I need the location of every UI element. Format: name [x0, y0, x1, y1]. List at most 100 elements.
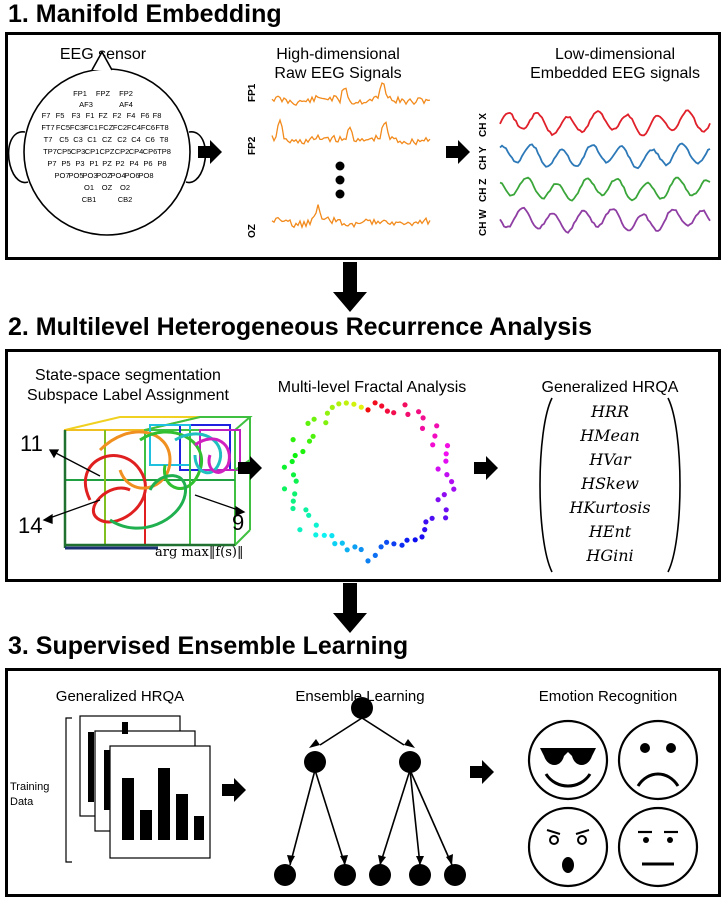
down-arrow-icon: [333, 583, 367, 633]
fractal-point: [343, 400, 349, 406]
electrode-label: P5: [61, 159, 70, 168]
tree-node: [351, 697, 373, 719]
fractal-point: [379, 403, 385, 409]
fractal-point: [310, 433, 316, 439]
fractal-point: [384, 408, 390, 414]
fractal-point: [290, 437, 296, 443]
subspace-label-14: 14: [18, 513, 43, 538]
nose-icon: [91, 50, 113, 71]
electrode-label: C4: [131, 135, 141, 144]
electrode-label: C1: [87, 135, 97, 144]
fractal-point: [365, 407, 371, 413]
arrow-icon: [470, 760, 494, 784]
hrqa-input-label: Generalized HRQA: [55, 688, 185, 705]
electrode-label: FC3: [70, 123, 84, 132]
hrqa-panel: [5, 349, 721, 582]
fractal-point: [292, 491, 298, 497]
embedded-signal-x: [499, 109, 711, 137]
electrode-label: TP7: [43, 147, 57, 156]
electrode-label: P2: [115, 159, 124, 168]
right-ear-icon: [185, 131, 207, 184]
electrode-label: FC1: [84, 123, 98, 132]
fractal-point: [311, 416, 317, 422]
surprised-face-icon: [527, 806, 609, 888]
electrode-label: PZ: [102, 159, 112, 168]
electrode-label: F5: [56, 111, 65, 120]
fractal-point: [358, 404, 364, 410]
tree-node: [334, 864, 356, 886]
feature-hskew: HSkew: [581, 474, 639, 493]
fractal-point: [292, 452, 298, 459]
electrode-label: P6: [143, 159, 152, 168]
fractal-point: [422, 527, 428, 533]
fractal-point: [281, 464, 287, 470]
fractal-point: [419, 534, 425, 540]
fractal-point: [419, 425, 426, 431]
electrode-label: FT8: [155, 123, 168, 132]
tree-node: [274, 864, 296, 886]
feature-hgini: HGini: [586, 546, 634, 565]
electrode-label: CP2: [115, 147, 130, 156]
left-ear-icon: [7, 131, 29, 184]
electrode-label: CP3: [71, 147, 86, 156]
fractal-point: [329, 404, 335, 410]
fractal-point: [449, 479, 455, 485]
fractal-point: [443, 451, 449, 457]
electrode-label: PO3: [82, 171, 97, 180]
electrode-label: F3: [72, 111, 81, 120]
fractal-point: [372, 400, 378, 406]
ellipsis-dot: [335, 189, 345, 199]
fractal-point: [358, 546, 364, 553]
electrode-label: CZ: [102, 135, 112, 144]
embedded-label-1: Low-dimensional: [554, 46, 676, 63]
training-data-label: Training Data: [10, 781, 50, 808]
fractal-point: [435, 466, 441, 472]
fractal-point: [412, 537, 418, 543]
fractal-point: [300, 448, 306, 455]
electrode-label: CP4: [129, 147, 144, 156]
section-title-manifold: 1. Manifold Embedding: [8, 0, 282, 28]
tree-node: [304, 751, 326, 773]
fractal-point: [313, 532, 319, 538]
fractal-point: [404, 537, 410, 543]
fractal-point: [429, 515, 435, 521]
fractal-point: [443, 507, 449, 513]
section-title-ensemble: 3. Supervised Ensemble Learning: [8, 632, 409, 660]
electrode-label: POZ: [96, 171, 112, 180]
electrode-label: FP1: [73, 89, 87, 98]
electrode-label: FC6: [141, 123, 155, 132]
raw-signals-label-1: High-dimensional: [276, 46, 400, 63]
fractal-point: [323, 420, 329, 426]
fractal-point: [313, 522, 319, 528]
raw-signal-fp1: [271, 82, 431, 107]
fractal-point: [351, 401, 357, 407]
histogram-bar: [122, 778, 134, 840]
fractal-point: [444, 443, 451, 449]
electrode-label: FT7: [41, 123, 54, 132]
electrode-label: AF3: [79, 100, 93, 109]
electrode-label: O2: [120, 183, 130, 192]
neutral-face-icon: [617, 806, 699, 888]
tree-node: [369, 864, 391, 886]
fractal-point: [306, 512, 312, 518]
down-arrow-icon: [333, 262, 367, 312]
electrode-label: O1: [84, 183, 94, 192]
histogram-bar: [140, 810, 152, 840]
electrode-label: CP1: [85, 147, 100, 156]
electrode-label: PO7: [54, 171, 69, 180]
electrode-label: T8: [160, 135, 169, 144]
raw-signal-oz: [271, 204, 431, 230]
electrode-label: OZ: [102, 183, 113, 192]
arrow-icon: [222, 778, 246, 802]
embedded-signal-z: [499, 176, 711, 202]
feature-hvar: HVar: [589, 450, 631, 469]
electrode-label: PO4: [110, 171, 125, 180]
fractal-point: [430, 442, 436, 448]
electrode-label: FPZ: [96, 89, 111, 98]
